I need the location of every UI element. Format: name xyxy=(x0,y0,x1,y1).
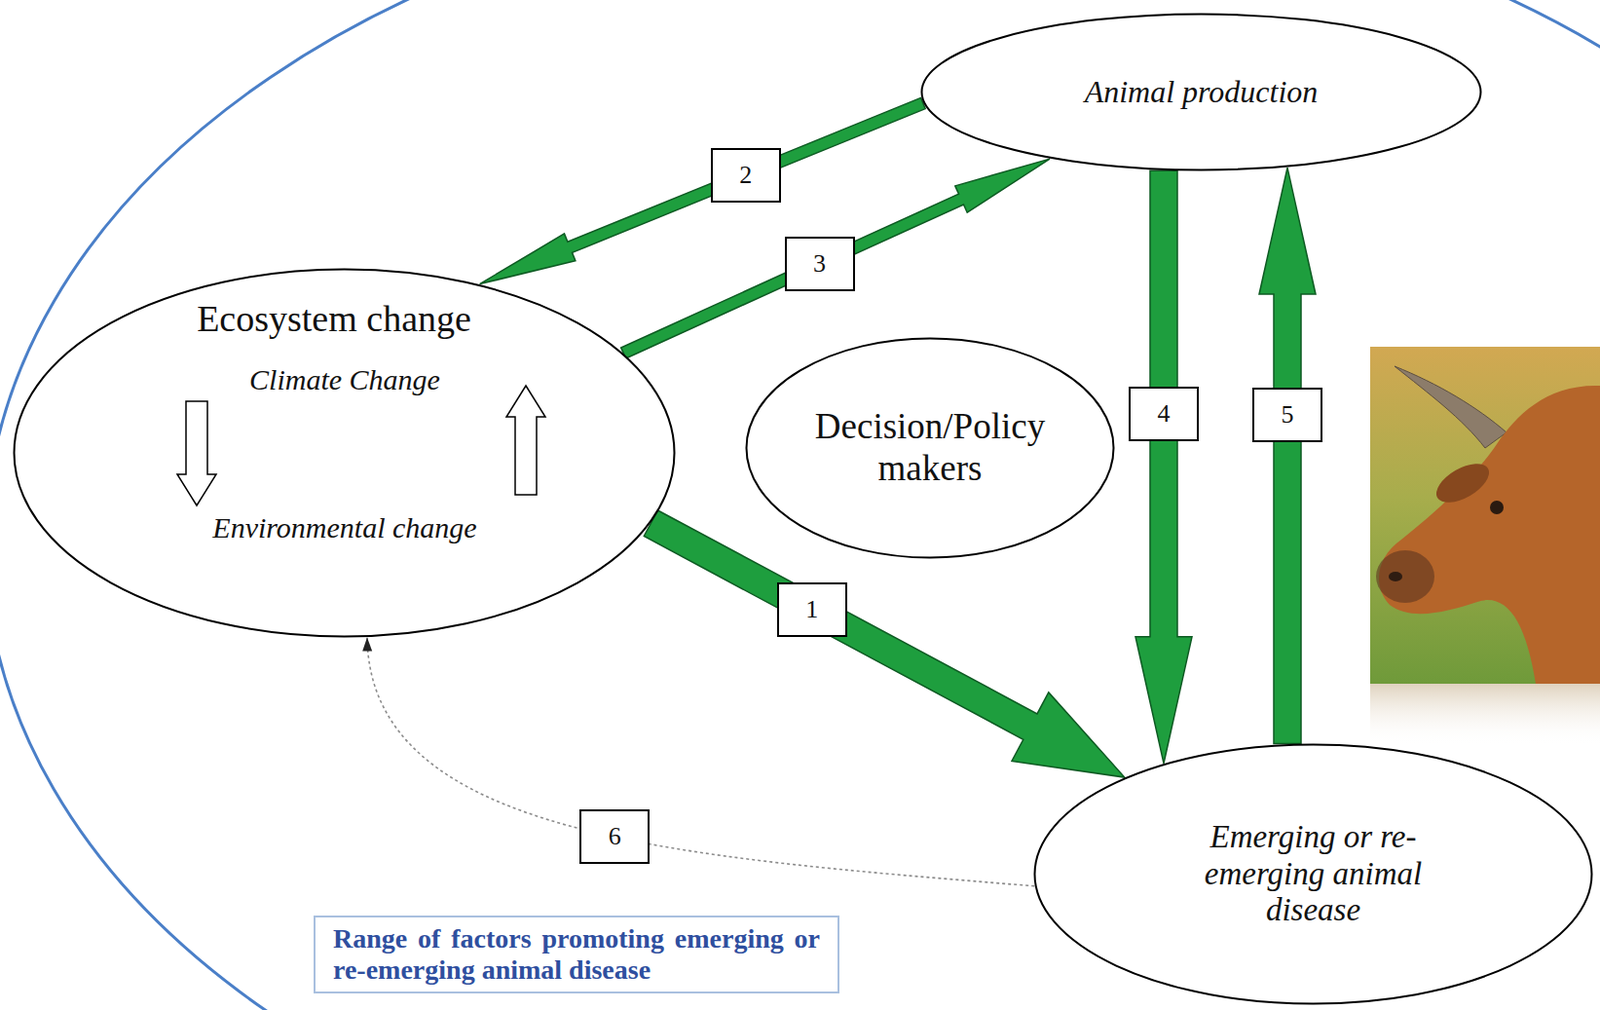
node-text: Environmental change xyxy=(212,511,477,546)
callout-number: 3 xyxy=(784,236,856,292)
disease-ellipse: Emerging or re- emerging animal disease xyxy=(1033,743,1594,1005)
text-slot: Environmental change xyxy=(52,511,637,546)
cow-nostril xyxy=(1388,571,1403,582)
ellipse-shape xyxy=(746,338,1115,559)
block-arrow xyxy=(1135,170,1192,764)
node-heading: Ecosystem change xyxy=(196,297,472,341)
ecosystem-ellipse: Ecosystem changeClimate ChangeEnvironmen… xyxy=(12,267,676,638)
ellipse-shape xyxy=(14,269,675,637)
callout-number: 5 xyxy=(1252,387,1323,443)
cow-horn xyxy=(1394,366,1507,448)
ellipse-shape xyxy=(922,14,1482,171)
text-slot: Ecosystem change xyxy=(41,297,627,341)
cow-eye xyxy=(1489,500,1504,515)
text-slot: Climate Change xyxy=(52,363,637,398)
dotted-arrow xyxy=(362,637,1035,887)
ellipse-shape xyxy=(1035,744,1593,1005)
production-ellipse: Animal production xyxy=(920,12,1483,172)
callout-number: 1 xyxy=(777,582,848,637)
cow-head xyxy=(1378,385,1600,684)
photo-reflection xyxy=(1370,683,1600,746)
hollow-arrow xyxy=(506,385,546,495)
note-text: Range of factors promoting emerging or r… xyxy=(333,923,820,986)
arrow-body xyxy=(1135,170,1192,764)
callout-number: 2 xyxy=(710,148,782,203)
arrow-body xyxy=(1259,167,1316,745)
note-box: Range of factors promoting emerging or r… xyxy=(313,915,840,994)
dotted-line xyxy=(367,637,1035,887)
callout-number: 4 xyxy=(1128,386,1199,442)
policy-ellipse: Decision/Policy makers xyxy=(744,336,1116,559)
photo-ground xyxy=(1370,346,1600,684)
cow-ear xyxy=(1430,455,1496,511)
callout-number: 6 xyxy=(579,809,650,864)
hollow-arrow xyxy=(177,401,217,506)
arrow-body xyxy=(621,158,1050,359)
block-arrow xyxy=(621,158,1050,359)
cow-muzzle xyxy=(1376,550,1435,603)
arrow-body xyxy=(480,97,927,284)
block-arrow xyxy=(1259,167,1316,745)
arrow-head xyxy=(362,637,373,652)
block-arrow xyxy=(480,97,927,284)
node-text: Climate Change xyxy=(249,363,441,398)
node-label: Emerging or re- emerging animal disease xyxy=(1172,818,1455,931)
cow-photo xyxy=(1370,346,1600,746)
node-label: Decision/Policy makers xyxy=(783,406,1077,489)
node-label: Animal production xyxy=(967,74,1436,111)
